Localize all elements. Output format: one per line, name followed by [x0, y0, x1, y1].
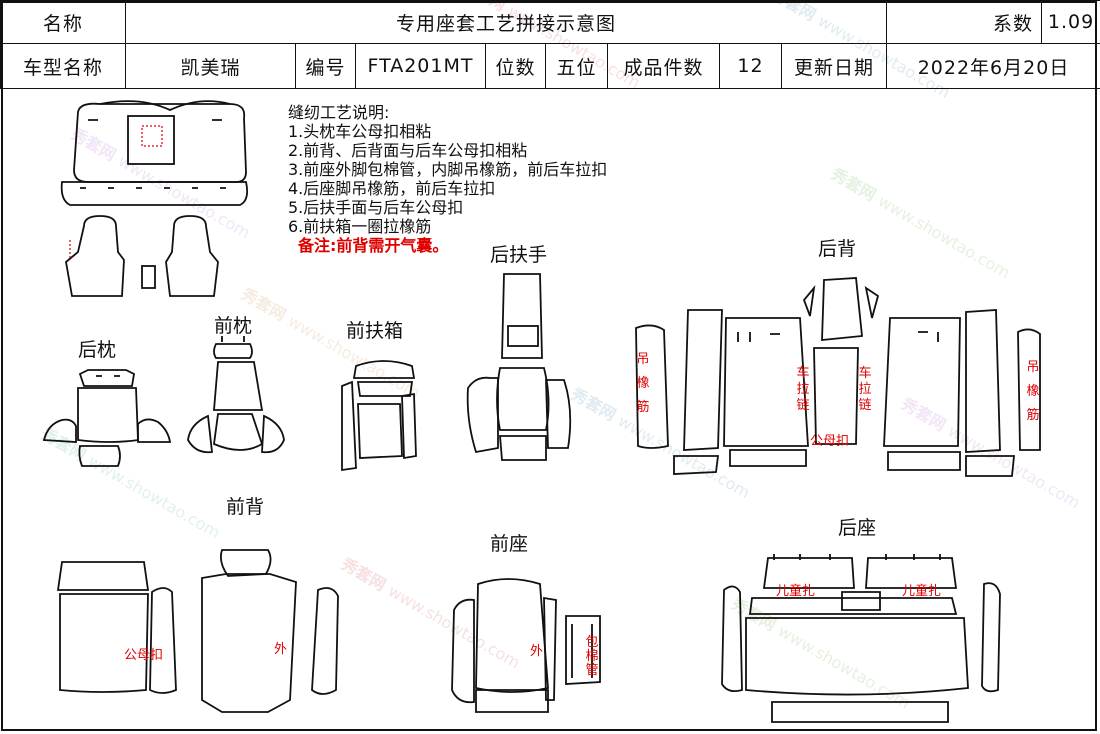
note-item: 5.后扶手面与后车公母扣	[288, 198, 464, 217]
label-front-seat: 前座	[490, 533, 529, 555]
label-rear-seat: 后座	[838, 517, 877, 539]
seat-preview-icon	[60, 100, 249, 297]
note-outer-front-back: 外	[274, 642, 288, 657]
note-zipper-left: 车拉链	[796, 366, 810, 413]
front-headrest-pattern	[187, 336, 285, 454]
note-item: 6.前扶箱一圈拉橡筋	[288, 217, 432, 236]
note-child-seat-hole-right: 儿童扎	[902, 584, 942, 599]
date-label: 更新日期	[780, 43, 888, 89]
rear-seat-pattern	[721, 554, 1001, 723]
note-child-seat-hole-left: 儿童扎	[776, 584, 816, 599]
code-value: FTA201MT	[355, 43, 486, 89]
header-table: 名称 专用座套工艺拼接示意图 系数 1.09 车型名称 凯美瑞 编号 FTA20…	[0, 0, 1100, 89]
label-front-back: 前背	[226, 496, 265, 518]
pieces-value: 12	[719, 43, 782, 89]
rear-armrest-pattern	[466, 273, 572, 461]
code-label: 编号	[295, 43, 356, 89]
label-rear-headrest: 后枕	[78, 339, 117, 361]
seats-label: 位数	[485, 43, 546, 89]
front-back-pattern	[56, 549, 339, 713]
rear-headrest-pattern	[42, 369, 172, 467]
notes-title: 缝纫工艺说明:	[288, 103, 390, 122]
note-item: 1.头枕车公母扣相粘	[288, 122, 432, 141]
seats-value: 五位	[545, 43, 608, 89]
note-velcro-front-back: 公母扣	[124, 648, 164, 663]
notes-remark: 备注:前背需开气囊。	[298, 236, 449, 255]
front-armbox-pattern	[341, 360, 417, 472]
note-hang-elastic-left: 吊橡筋	[636, 352, 650, 415]
front-seat-pattern	[451, 578, 601, 713]
rear-back-pattern	[635, 277, 1041, 477]
note-item: 3.前座外脚包棉管，内脚吊橡筋，前后车拉扣	[288, 160, 608, 179]
label-rear-armrest: 后扶手	[490, 244, 548, 266]
pieces-label: 成品件数	[607, 43, 720, 89]
note-hang-elastic-right: 吊橡筋	[1026, 360, 1040, 423]
note-item: 4.后座脚吊橡筋，前后车拉扣	[288, 179, 496, 198]
note-zipper-right: 车拉链	[858, 366, 872, 413]
label-front-headrest: 前枕	[214, 315, 253, 337]
note-outer-front-seat: 外	[530, 644, 544, 659]
note-item: 2.前背、后背面与后车公母扣相粘	[288, 141, 528, 160]
label-rear-back: 后背	[818, 238, 857, 260]
name-label: 名称	[0, 0, 126, 44]
sewing-notes: 缝纫工艺说明: 1.头枕车公母扣相粘 2.前背、后背面与后车公母扣相粘 3.前座…	[288, 103, 607, 255]
label-front-armbox: 前扶箱	[346, 320, 404, 342]
note-velcro-rear-back: 公母扣	[810, 434, 850, 449]
date-value: 2022年6月20日	[886, 43, 1100, 89]
note-cotton-tube: 包棉管	[585, 635, 599, 678]
